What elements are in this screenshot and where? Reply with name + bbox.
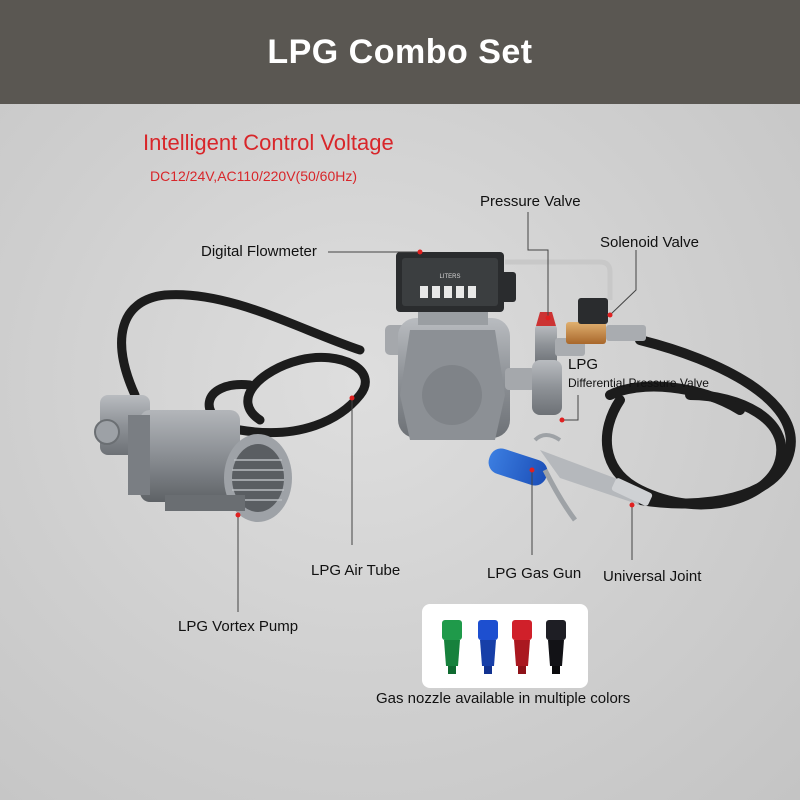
label-gas-gun: LPG Gas Gun xyxy=(487,565,582,582)
leader-lines xyxy=(237,212,637,612)
header-banner: LPG Combo Set xyxy=(0,0,800,104)
nozzle-red-icon xyxy=(512,620,532,674)
label-universal-joint: Universal Joint xyxy=(603,568,702,585)
digital-flowmeter: LITERS xyxy=(385,252,535,440)
nozzle-color-panel xyxy=(422,604,588,688)
label-differential-pressure-valve: Differential Pressure Valve xyxy=(568,376,709,390)
label-lpg: LPG xyxy=(568,356,599,373)
voltage-subtitle: DC12/24V,AC110/220V(50/60Hz) xyxy=(150,168,358,184)
label-vortex-pump: LPG Vortex Pump xyxy=(178,618,299,635)
label-air-tube: LPG Air Tube xyxy=(311,562,401,579)
callout-dots xyxy=(235,249,635,518)
nozzle-black-icon xyxy=(546,620,566,674)
label-solenoid-valve: Solenoid Valve xyxy=(600,234,699,251)
hose-right xyxy=(602,335,796,510)
nozzle-green-icon xyxy=(442,620,462,674)
vortex-pump xyxy=(94,395,292,522)
solenoid-valve xyxy=(566,298,646,344)
voltage-title: Intelligent Control Voltage xyxy=(143,130,394,155)
label-pressure-valve: Pressure Valve xyxy=(480,193,581,210)
nozzle-blue-icon xyxy=(478,620,498,674)
nozzle-colors-caption: Gas nozzle available in multiple colors xyxy=(376,690,631,707)
meter-unit-label: LITERS xyxy=(439,274,460,280)
label-digital-flowmeter: Digital Flowmeter xyxy=(201,243,317,260)
page-title: LPG Combo Set xyxy=(267,32,533,71)
pressure-valve-tube xyxy=(505,259,613,300)
differential-pressure-valve xyxy=(532,312,585,415)
gas-gun xyxy=(488,433,653,522)
